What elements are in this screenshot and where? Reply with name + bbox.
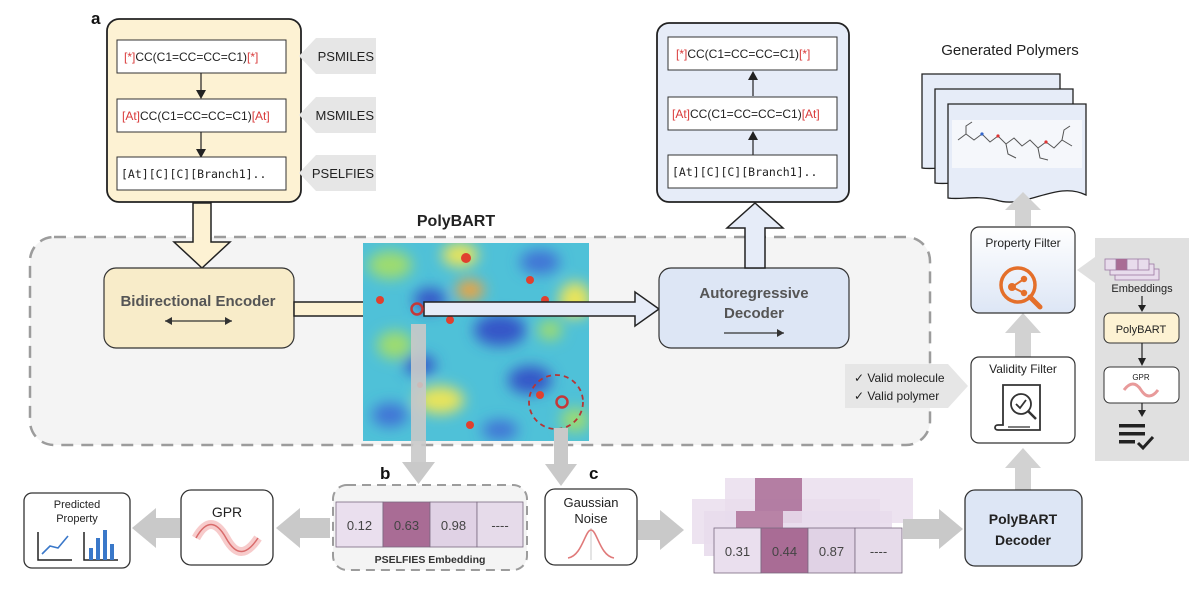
- embedding-cell-0: 0.12: [347, 518, 372, 533]
- gaussian-curve-icon: [567, 529, 615, 559]
- validity-filter-label: Validity Filter: [989, 362, 1057, 376]
- output-msmiles-text: [At]CC(C1=CC=CC=C1)[At]: [672, 107, 820, 121]
- arrow-embedding-to-gpr: [276, 508, 330, 548]
- validity-filter-icon: [994, 384, 1041, 431]
- arrow-side-panel-to-property: [1077, 257, 1095, 283]
- arrow-latent-to-decoder: [423, 290, 661, 328]
- gpr-box: [180, 489, 274, 566]
- output-psmiles-box: [667, 36, 838, 71]
- embedding-cell-2: 0.98: [441, 518, 466, 533]
- arrow-gpr-to-predicted: [132, 508, 180, 548]
- embedding-cell-3: ----: [491, 518, 508, 533]
- validity-filter-box: [970, 356, 1076, 444]
- gaussian-noise-box: [544, 488, 638, 566]
- input-psmiles-text: [*]CC(C1=CC=CC=C1)[*]: [124, 50, 258, 64]
- predicted-label-line2: Property: [56, 513, 98, 525]
- check-icon: ✓: [854, 389, 867, 403]
- polybart-title: PolyBART: [417, 213, 495, 230]
- check-icon: ✓: [854, 371, 867, 385]
- noise-label-line2: Noise: [574, 511, 607, 526]
- output-pselfies-box: [667, 154, 838, 189]
- generated-polymers-title: Generated Polymers: [941, 42, 1079, 59]
- arrow-embeddings-to-decoder: [903, 509, 963, 549]
- input-msmiles-box: [116, 98, 287, 133]
- bar-chart-icon: [83, 530, 118, 561]
- output-msmiles-box: [667, 96, 838, 131]
- tag-msmiles: [299, 97, 376, 133]
- tag-psmiles: [299, 38, 376, 74]
- noisy-cell-0: 0.31: [725, 544, 750, 559]
- arrow-decoder-to-validity: [1005, 448, 1041, 490]
- noise-label-line1: Gaussian: [564, 495, 619, 510]
- property-filter-icon: [999, 266, 1043, 310]
- tag-psmiles-text: PSMILES: [318, 49, 375, 64]
- input-pselfies-box: [116, 156, 287, 191]
- arrow-noise-to-embeddings: [638, 510, 684, 550]
- side-gpr-label: GPR: [1132, 373, 1150, 382]
- valid-molecule-text: ✓ Valid molecule: [854, 371, 945, 385]
- embeddings-stack-icon: [1104, 258, 1160, 281]
- tag-pselfies: [299, 155, 376, 191]
- encoder-label: Bidirectional Encoder: [120, 293, 275, 310]
- input-pselfies-text: [At][C][C][Branch1]..: [121, 167, 266, 181]
- valid-polymer-text: ✓ Valid polymer: [854, 389, 939, 403]
- side-polybart-label: PolyBART: [1116, 324, 1167, 336]
- generated-polymers-pages: [921, 73, 1087, 203]
- arrow-decoder-to-output: [725, 201, 785, 269]
- noisy-cell-1: 0.44: [772, 544, 797, 559]
- decoder-label-line2: Decoder: [724, 305, 784, 322]
- side-embeddings-label: Embeddings: [1111, 283, 1173, 295]
- noise-neighborhood: [528, 374, 584, 430]
- gpr-wave-icon: [1122, 382, 1160, 398]
- line-chart-icon: [37, 532, 72, 561]
- input-psmiles-box: [116, 39, 287, 74]
- noisy-cell-3: ----: [870, 544, 887, 559]
- arrow-sampled-to-noise-head: [545, 464, 577, 486]
- arrow-property-to-generated: [1005, 192, 1041, 226]
- arrow-sampled-to-noise-shaft: [554, 428, 568, 466]
- panel-label-c: c: [589, 464, 598, 483]
- noisy-cell-2: 0.87: [819, 544, 844, 559]
- input-msmiles-text: [At]CC(C1=CC=CC=C1)[At]: [122, 109, 270, 123]
- panel-label-a: a: [91, 9, 101, 28]
- predicted-label-line1: Predicted: [54, 499, 100, 511]
- tag-pselfies-text: PSELFIES: [312, 166, 374, 181]
- output-pselfies-text: [At][C][C][Branch1]..: [672, 165, 817, 179]
- panel-label-b: b: [380, 464, 390, 483]
- sampled-point: [555, 395, 569, 409]
- output-psmiles-text: [*]CC(C1=CC=CC=C1)[*]: [676, 47, 810, 61]
- polybart-decoder-line1: PolyBART: [989, 511, 1058, 527]
- latent-space-heatmap: [363, 243, 589, 441]
- arrow-latent-to-embedding-shaft: [411, 324, 426, 464]
- encoded-point: [410, 302, 424, 316]
- property-filter-label: Property Filter: [985, 236, 1060, 250]
- embedding-cell-1: 0.63: [394, 518, 419, 533]
- arrow-latent-to-embedding-head: [402, 462, 435, 484]
- tag-msmiles-text: MSMILES: [315, 108, 374, 123]
- validity-criteria-tag: [845, 364, 968, 408]
- gpr-label: GPR: [212, 504, 242, 520]
- embedding-label: PSELFIES Embedding: [375, 554, 486, 566]
- decoder-label-line1: Autoregressive: [699, 285, 808, 302]
- arrow-validity-to-property: [1005, 313, 1041, 357]
- checklist-icon: [1119, 424, 1155, 451]
- polybart-decoder-line2: Decoder: [995, 532, 1052, 548]
- arrow-input-to-encoder: [172, 202, 232, 270]
- polybart-decoder-box: [964, 489, 1083, 567]
